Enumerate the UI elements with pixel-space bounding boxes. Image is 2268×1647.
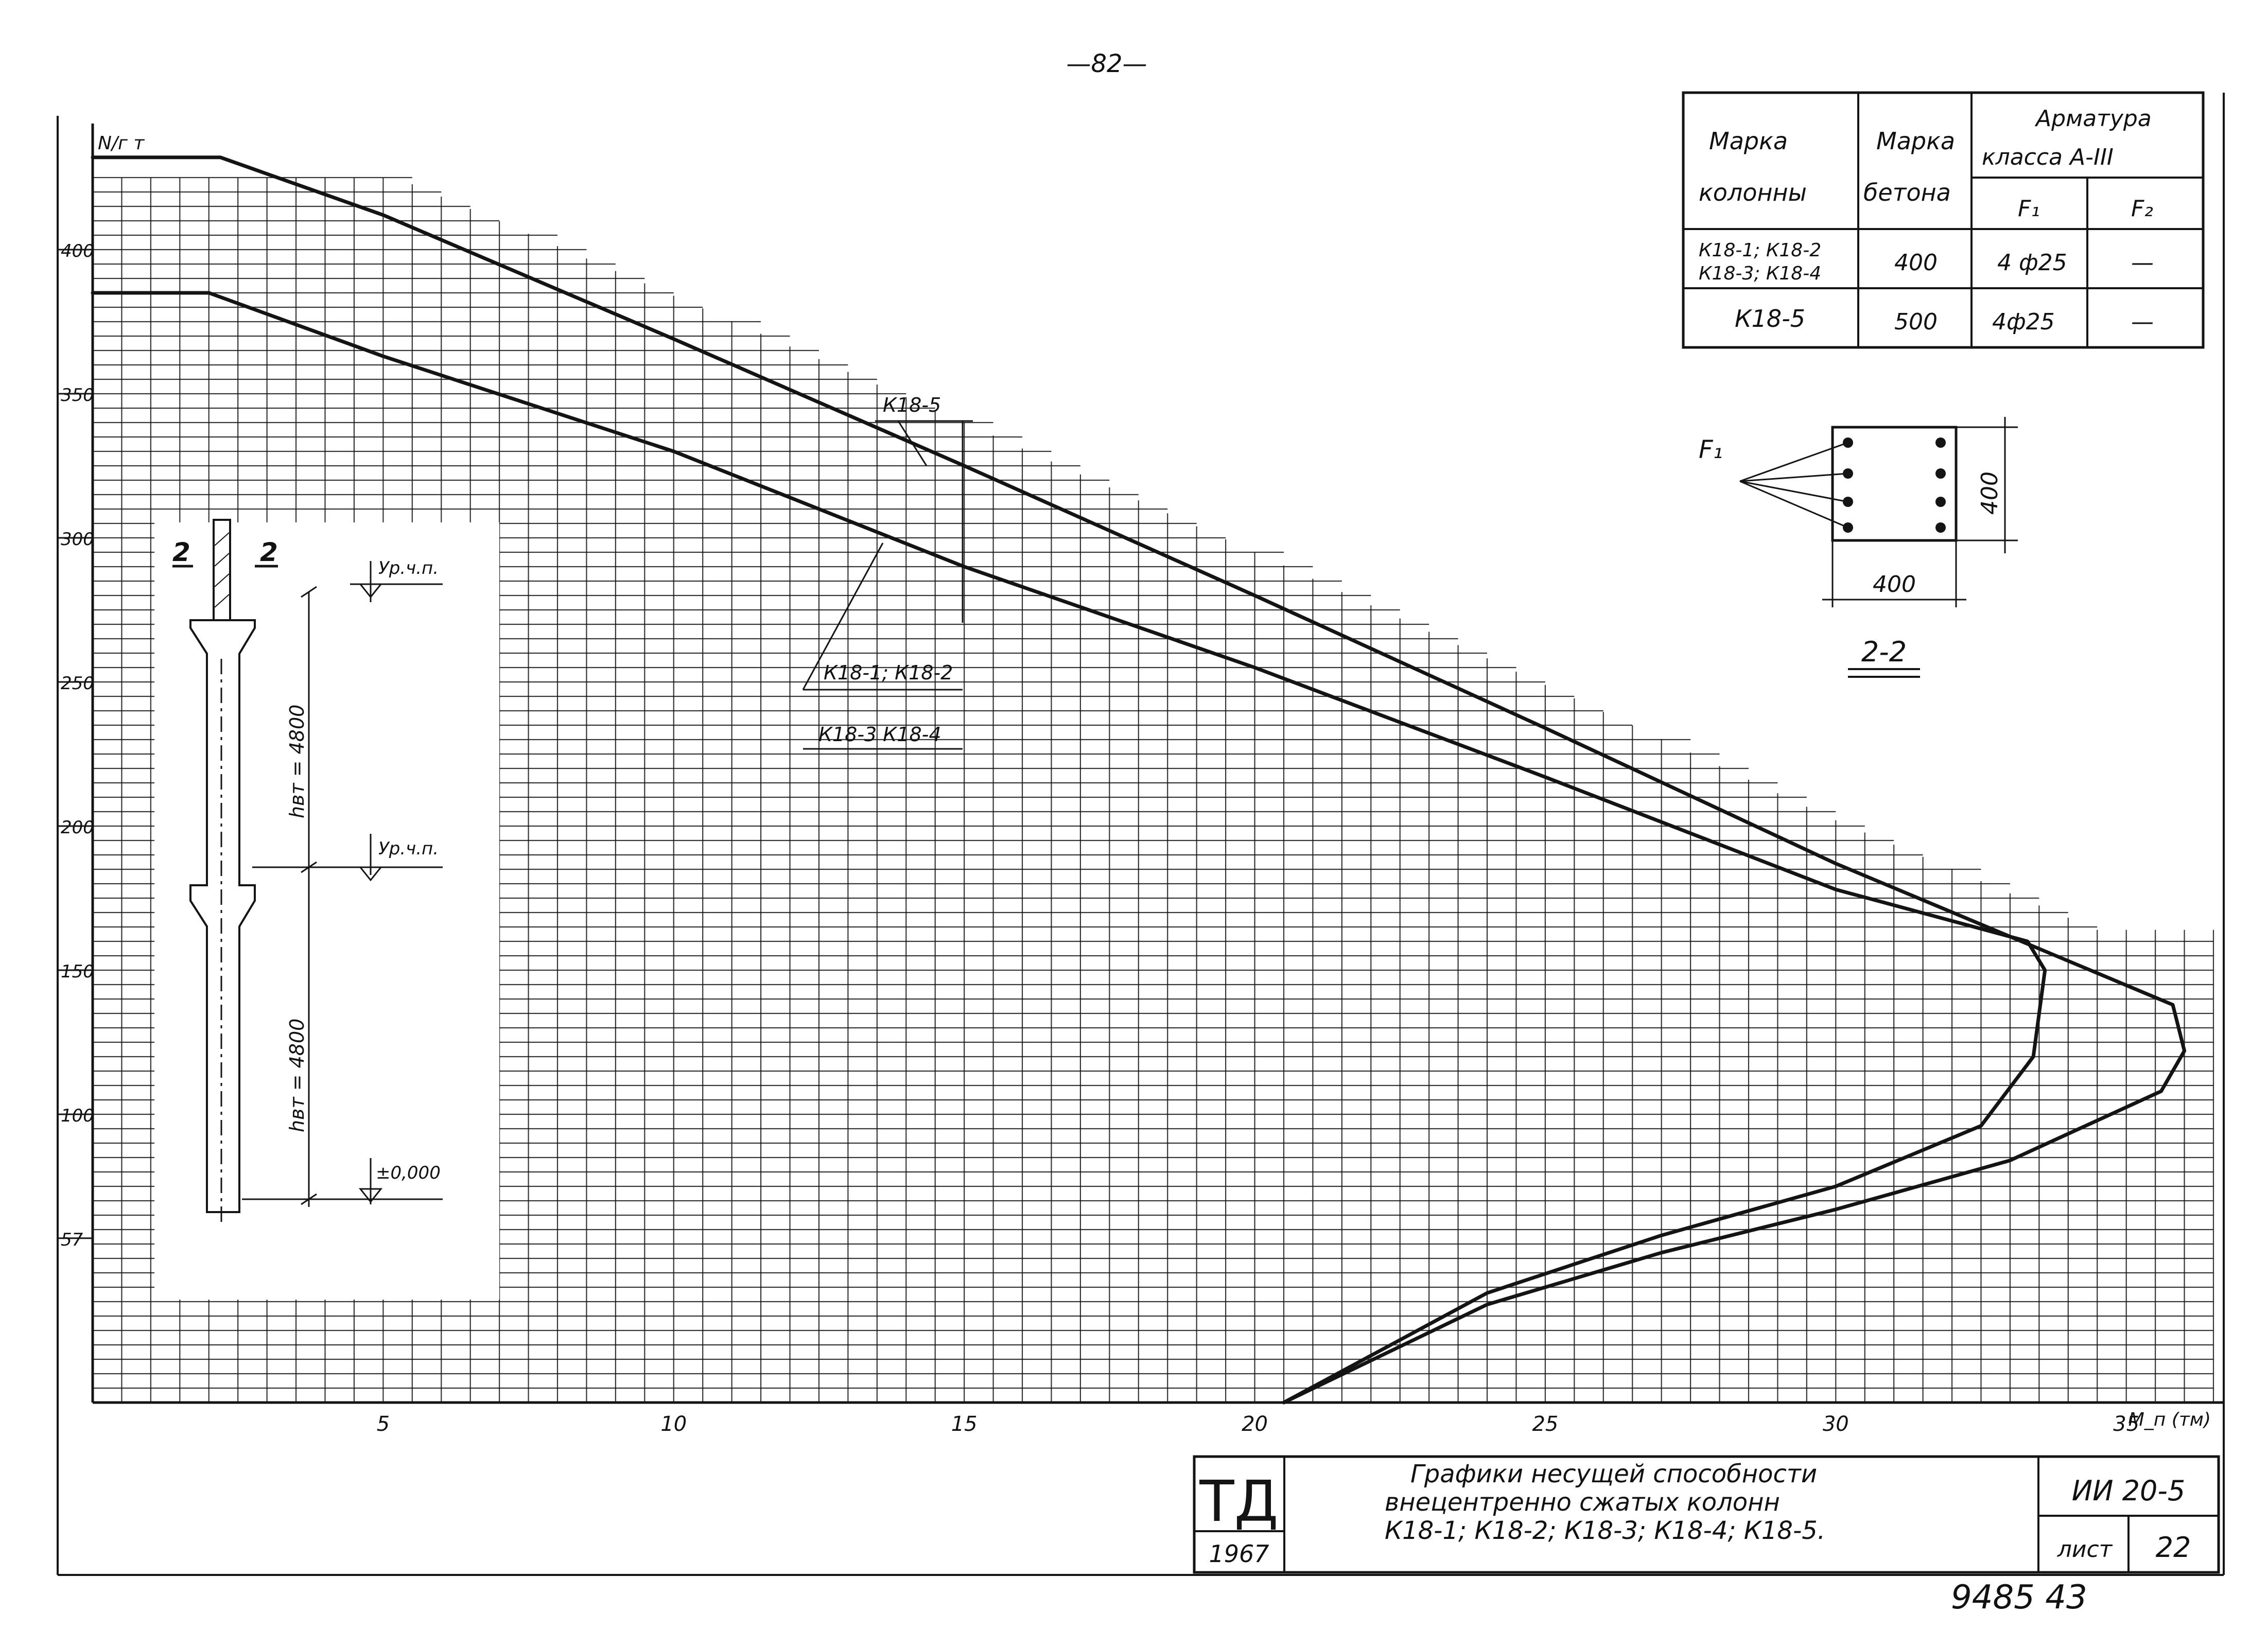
title-block: ТД 1967 Графики несущей способности внец… [1193, 1455, 2220, 1574]
section-mark-right: 2 [260, 537, 278, 567]
rebar-label-f1: F₁ [1699, 435, 1723, 464]
y-axis-label: N/г т [98, 133, 145, 154]
table-header-rebar-2: класса А-III [1982, 144, 2114, 170]
x-tick-label: 10 [660, 1412, 687, 1436]
chart-ticks: 5 10 15 20 25 30 35 57 100 150 200 250 300 350 400 [58, 241, 2139, 1436]
level-label-mid: Ур.ч.п. [378, 838, 439, 859]
table-header-f2: F₂ [2131, 196, 2153, 222]
x-tick-label: 35 [2113, 1412, 2139, 1436]
table-row-1-mark-line1: К18-1; К18-2 [1699, 240, 1821, 261]
table-row-2-mark: К18-5 [1735, 305, 1805, 332]
logo-td: ТД [1199, 1468, 1278, 1534]
y-tick-label: 400 [61, 241, 94, 261]
series-line-k18-5 [91, 155, 2187, 1405]
section-title: 2-2 [1861, 636, 1907, 668]
x-tick-label: 30 [1823, 1412, 1849, 1436]
table-row-2-f1: 4ф25 [1992, 309, 2055, 335]
table-header-f1: F₁ [2018, 196, 2040, 222]
table-header-mark-2: колонны [1699, 179, 1807, 206]
curve-label-k18-5-text: К18-5 [883, 394, 941, 416]
column-sketch: 2 2 Ур.ч.п. Ур.ч.п. ±0,000 hвт = 4800 hв… [154, 519, 499, 1300]
chart-series [91, 155, 2187, 1405]
table-row-1-mark-line2: К18-3; К18-4 [1699, 263, 1821, 284]
level-label-zero: ±0,000 [376, 1163, 441, 1183]
height-dim-upper: hвт = 4800 [286, 705, 308, 818]
x-tick-label: 5 [377, 1412, 390, 1436]
cross-section-2-2: F₁ 400 400 2-2 [1699, 417, 2018, 678]
y-tick-label: 100 [61, 1106, 94, 1126]
spec-table: Марка колонны Марка бетона Арматура клас… [1682, 91, 2205, 349]
y-tick-label: 350 [61, 385, 94, 406]
table-header-concrete-1: Марка [1876, 127, 1955, 155]
sheet-label: лист [2057, 1536, 2113, 1563]
curve-label-k18-1-2-text: К18-1; К18-2 [824, 661, 953, 684]
x-tick-label: 15 [951, 1412, 978, 1436]
curve-label-k18-5: К18-5 [875, 394, 973, 623]
sheet-number: 22 [2156, 1531, 2191, 1564]
curve-label-k18-3-4-text: К18-3 К18-4 [818, 723, 941, 746]
sheet-frame [57, 93, 2225, 1576]
table-header-concrete-2: бетона [1863, 179, 1951, 206]
y-tick-label: 57 [61, 1230, 83, 1250]
section-outline [1831, 426, 1958, 542]
title-year: 1967 [1209, 1540, 1269, 1568]
x-tick-label: 25 [1532, 1412, 1558, 1436]
column-body [189, 619, 256, 1213]
title-line-3: К18-1; К18-2; К18-3; К18-4; К18-5. [1385, 1516, 1825, 1545]
section-height-dim: 400 [1977, 471, 2003, 515]
y-tick-label: 300 [61, 529, 94, 550]
doc-code: ИИ 20-5 [2072, 1475, 2186, 1507]
y-tick-label: 200 [61, 817, 94, 838]
table-row-1-f1: 4 ф25 [1997, 250, 2067, 276]
table-row-2-concrete: 500 [1894, 309, 1938, 335]
x-axis-label: M_п (тм) [2129, 1409, 2211, 1430]
series-line-k18-1-2 [91, 291, 2047, 1405]
table-row-1-concrete: 400 [1894, 250, 1938, 276]
section-width-dim: 400 [1873, 571, 1916, 598]
y-tick-label: 150 [61, 961, 94, 982]
table-header-rebar-1: Арматура [2034, 106, 2152, 132]
table-row-2-f2: — [2131, 309, 2154, 335]
table-row-1-f2: — [2131, 250, 2154, 276]
title-line-2: внецентренно сжатых колонн [1385, 1488, 1780, 1517]
y-tick-label: 250 [61, 673, 94, 694]
title-line-1: Графики несущей способности [1410, 1460, 1817, 1488]
level-label-top: Ур.ч.п. [378, 558, 439, 579]
curve-label-k18-1-2: К18-1; К18-2 К18-3 К18-4 [802, 542, 963, 750]
section-mark-left: 2 [172, 537, 190, 567]
x-tick-label: 20 [1242, 1412, 1268, 1436]
archive-number: 9485 43 [1951, 1579, 2087, 1617]
height-dim-lower: hвт = 4800 [286, 1019, 308, 1132]
table-header-mark-1: Марка [1709, 127, 1788, 155]
page-number: —82— [1066, 49, 1147, 78]
